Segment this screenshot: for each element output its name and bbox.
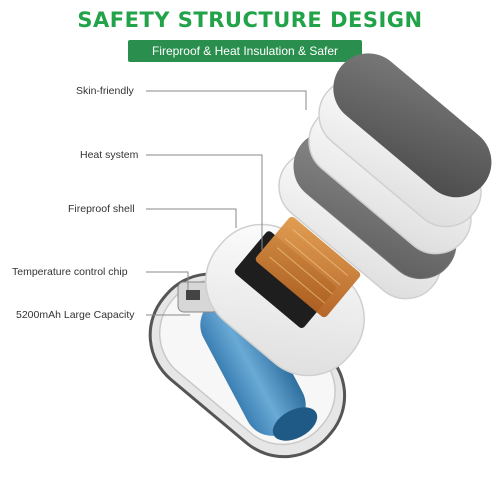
leader-fireproof-shell (146, 208, 237, 228)
label-temperature-control-chip: Temperature control chip (12, 266, 128, 278)
leader-chip (146, 271, 189, 290)
leader-heat-system (146, 154, 263, 250)
leader-skin-friendly (146, 90, 307, 110)
label-fireproof-shell: Fireproof shell (68, 203, 135, 215)
subtitle-banner: Fireproof & Heat Insulation & Safer (128, 40, 362, 62)
page-title: SAFETY STRUCTURE DESIGN (77, 8, 423, 32)
leader-lines (146, 90, 307, 316)
label-heat-system: Heat system (80, 149, 139, 161)
heat-system-layer (234, 216, 361, 328)
top-plate-skin-friendly (333, 53, 492, 198)
label-skin-friendly: Skin-friendly (76, 85, 134, 97)
label-battery-capacity: 5200mAh Large Capacity (16, 309, 135, 321)
battery-cell (200, 294, 318, 441)
